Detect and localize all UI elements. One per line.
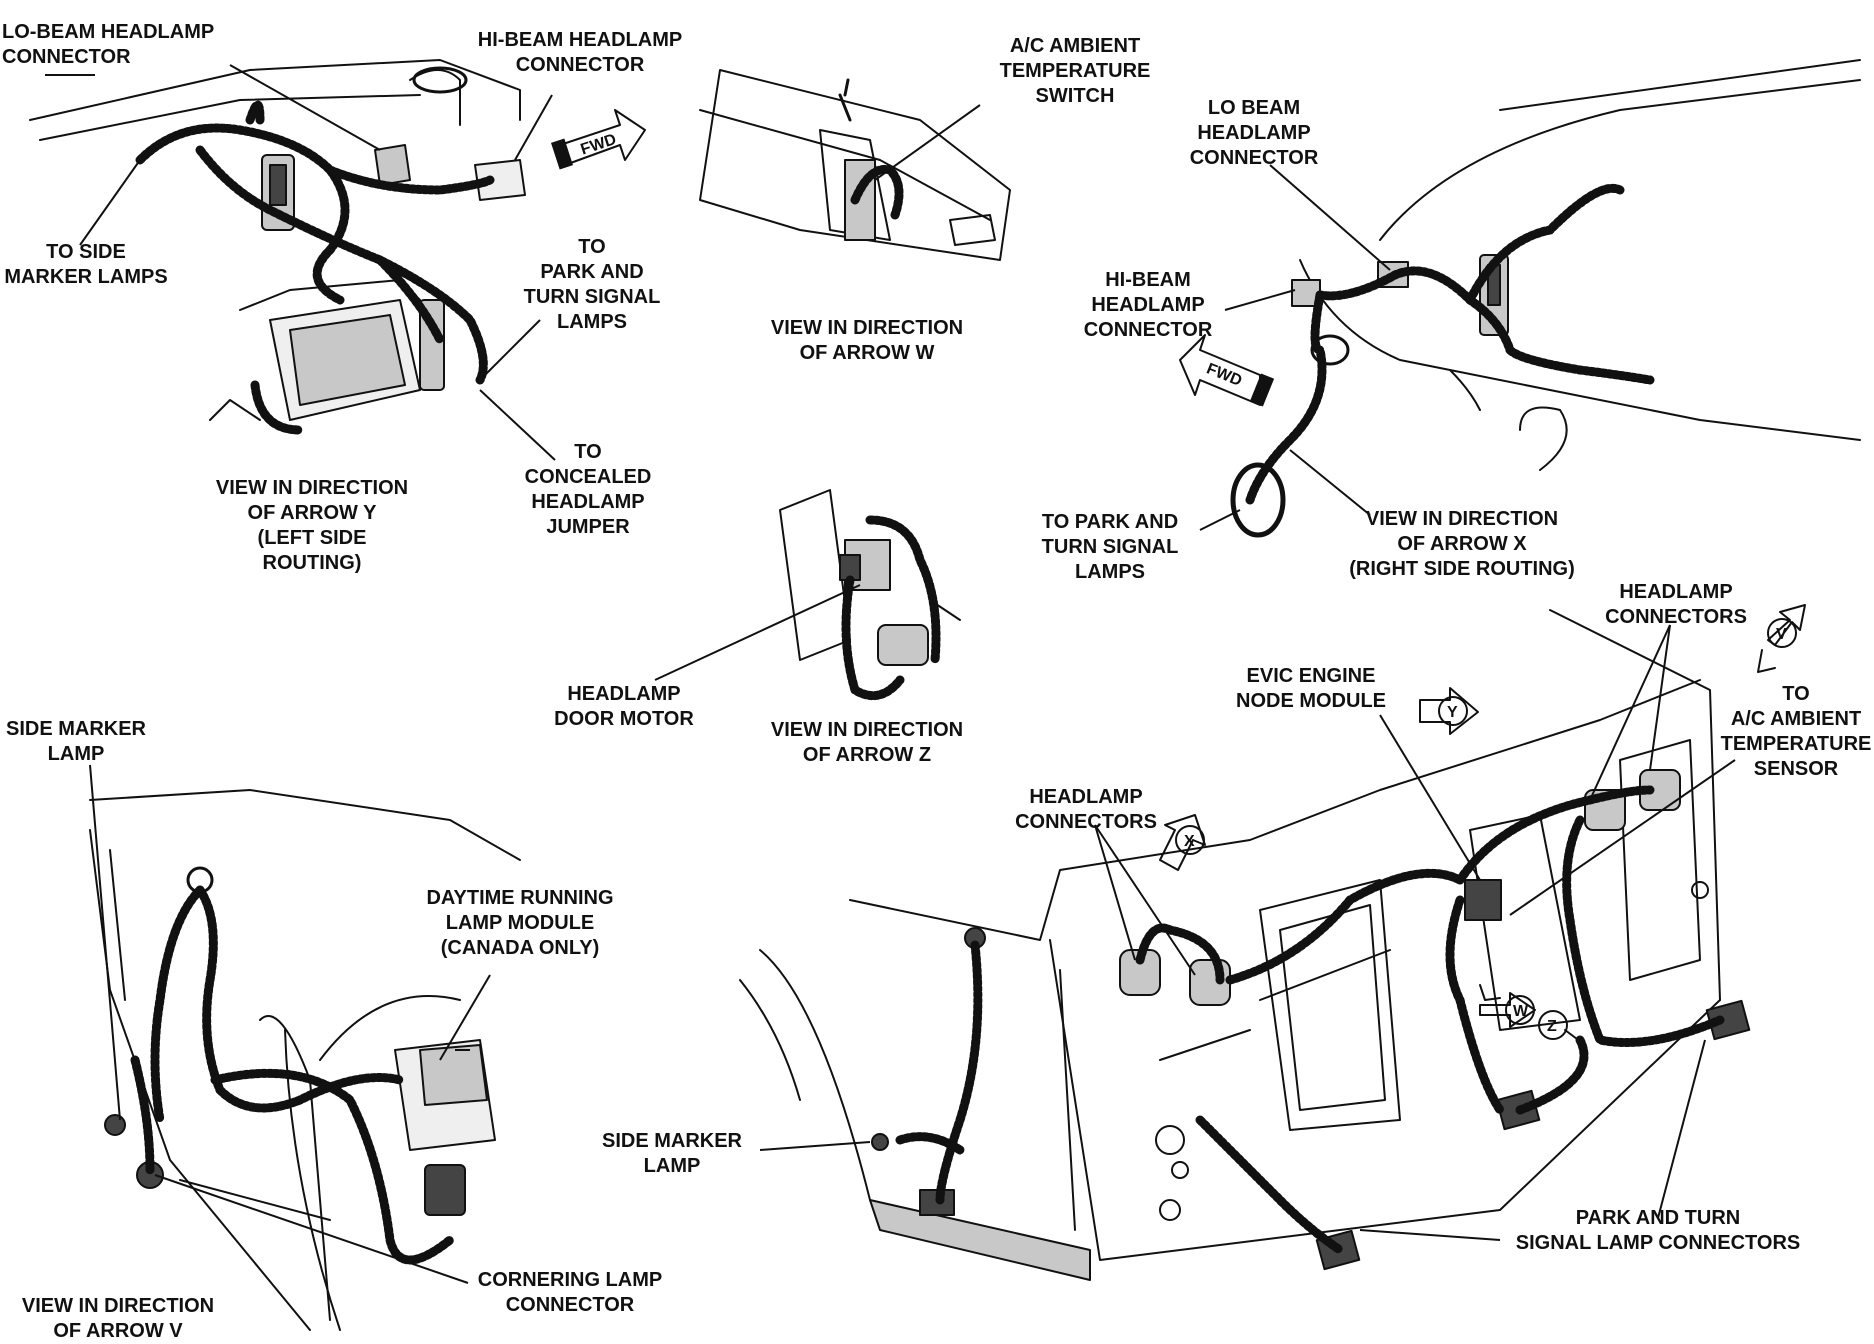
arrow-x-letter: X bbox=[1184, 833, 1195, 850]
label-view-arrow-v: VIEW IN DIRECTION OF ARROW V bbox=[21, 1295, 215, 1342]
arrow-marker-x: X bbox=[1159, 814, 1206, 871]
label-headlamp-connectors-right: HEADLAMP CONNECTORS bbox=[1605, 581, 1747, 628]
view-z-illustration bbox=[779, 489, 961, 701]
label-daytime-running-lamp-module: DAYTIME RUNNING LAMP MODULE (CANADA ONLY… bbox=[426, 887, 614, 959]
leader-lines bbox=[45, 64, 1736, 1284]
label-hi-beam-headlamp-connector-y: HI-BEAM HEADLAMP CONNECTOR bbox=[477, 29, 683, 76]
label-to-ac-ambient-temperature-sensor: TO A/C AMBIENT TEMPERATURE SENSOR bbox=[1720, 683, 1872, 780]
label-headlamp-door-motor: HEADLAMP DOOR MOTOR bbox=[554, 683, 694, 730]
label-to-side-marker-lamps: TO SIDE MARKER LAMPS bbox=[4, 241, 168, 288]
arrow-w-letter: W bbox=[1513, 1003, 1529, 1020]
view-v-illustration bbox=[89, 789, 521, 1331]
main-front-illustration bbox=[739, 609, 1751, 1281]
arrow-y-letter: Y bbox=[1447, 704, 1458, 721]
arrow-marker-w: W bbox=[1479, 984, 1536, 1028]
label-lo-beam-headlamp-connector-x: LO BEAM HEADLAMP CONNECTOR bbox=[1189, 97, 1319, 169]
label-view-arrow-z: VIEW IN DIRECTION OF ARROW Z bbox=[770, 719, 964, 766]
arrow-z-letter: Z bbox=[1547, 1018, 1557, 1035]
label-park-and-turn-signal-lamp-connectors: PARK AND TURN SIGNAL LAMP CONNECTORS bbox=[1515, 1207, 1801, 1254]
arrow-marker-v: V bbox=[1757, 604, 1806, 673]
view-x-illustration bbox=[1230, 59, 1861, 538]
view-w-illustration bbox=[699, 69, 1011, 261]
label-to-park-and-turn-signal-lamps-y: TO PARK AND TURN SIGNAL LAMPS bbox=[523, 236, 661, 333]
label-side-marker-lamp-main: SIDE MARKER LAMP bbox=[601, 1130, 743, 1177]
fwd-arrow-x: FWD bbox=[1179, 334, 1275, 407]
view-y-illustration bbox=[29, 59, 526, 435]
arrow-marker-y: Y bbox=[1419, 687, 1479, 735]
label-hi-beam-headlamp-connector-x: HI-BEAM HEADLAMP CONNECTOR bbox=[1083, 269, 1213, 341]
label-to-park-and-turn-signal-lamps-x: TO PARK AND TURN SIGNAL LAMPS bbox=[1041, 511, 1179, 583]
label-headlamp-connectors-left: HEADLAMP CONNECTORS bbox=[1015, 786, 1157, 833]
fwd-arrow-y: FWD bbox=[551, 109, 646, 170]
fwd-label-y: FWD bbox=[579, 131, 619, 158]
label-side-marker-lamp-v: SIDE MARKER LAMP bbox=[5, 718, 147, 765]
label-view-arrow-x: VIEW IN DIRECTION OF ARROW X (RIGHT SIDE… bbox=[1349, 508, 1575, 580]
label-view-arrow-w: VIEW IN DIRECTION OF ARROW W bbox=[770, 317, 964, 364]
label-view-arrow-y: VIEW IN DIRECTION OF ARROW Y (LEFT SIDE … bbox=[215, 477, 409, 574]
label-cornering-lamp-connector: CORNERING LAMP CONNECTOR bbox=[477, 1269, 663, 1316]
arrow-marker-z: Z bbox=[1538, 1010, 1586, 1046]
label-to-concealed-headlamp-jumper: TO CONCEALED HEADLAMP JUMPER bbox=[524, 441, 652, 538]
label-evic-engine-node-module: EVIC ENGINE NODE MODULE bbox=[1236, 665, 1386, 712]
label-ac-ambient-temperature-switch: A/C AMBIENT TEMPERATURE SWITCH bbox=[999, 35, 1151, 107]
arrow-v-letter: V bbox=[1776, 626, 1787, 643]
label-lo-beam-headlamp-connector-y: LO-BEAM HEADLAMP CONNECTOR bbox=[2, 21, 215, 68]
